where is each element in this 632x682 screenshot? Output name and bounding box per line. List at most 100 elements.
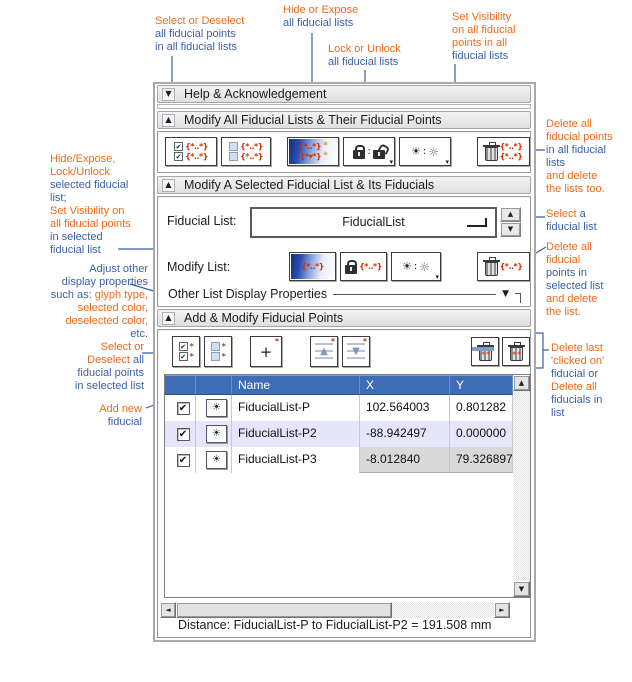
spark-icon: * [323, 141, 328, 151]
fiducial-list-combo[interactable]: FiducialList [250, 207, 497, 238]
annotation-line: lists [546, 157, 565, 169]
lock-unlock-all-lists-button[interactable]: : ▾ [343, 137, 395, 166]
deselect-all-in-list-button[interactable]: * * [204, 336, 232, 367]
annotation-line: fiducial or [551, 368, 599, 380]
row-select-checkbox[interactable]: ✔ [176, 401, 190, 415]
fiducial-set-icon: {*..*} [185, 152, 208, 161]
table-row[interactable]: ✔ ☀ FiducialList-P3 -8.012840 79.326897 [165, 447, 513, 473]
scroll-right-button[interactable]: ► [494, 602, 510, 618]
cell-name[interactable]: FiducialList-P2 [232, 421, 360, 447]
annotation-line: Add new [99, 403, 142, 415]
column-header-name[interactable]: Name [232, 375, 360, 395]
collapse-expand-icon[interactable]: ▲ [162, 113, 175, 127]
annotation-adjust-display-properties: Adjust other display properties such as:… [51, 263, 148, 341]
scroll-left-button[interactable]: ◄ [160, 602, 176, 618]
table-row[interactable]: ✔ ☀ FiducialList-P2 -88.942497 0.000000 [165, 421, 513, 447]
spinner-up-button[interactable]: ▲ [500, 207, 521, 222]
checked-box-icon: ✔ [178, 342, 188, 351]
add-fiducial-button[interactable]: + * [250, 336, 282, 367]
column-header-x[interactable]: X [360, 375, 450, 395]
annotation-line: in selected list [74, 380, 144, 392]
column-header-visibility[interactable] [196, 375, 232, 395]
section-title: Help & Acknowledgement [184, 87, 327, 101]
cell-name[interactable]: FiducialList-P [232, 395, 360, 421]
table-row[interactable]: ✔ ☀ FiducialList-P 102.564003 0.801282 [165, 395, 513, 421]
row-visibility-eye-icon[interactable]: ☀ [206, 425, 227, 443]
spark-icon: * [323, 151, 328, 161]
collapse-expand-icon[interactable]: ▲ [162, 311, 175, 325]
annotation-select-a-list: Select a fiducial list [546, 208, 597, 234]
row-visibility-eye-icon[interactable]: ☀ [206, 451, 227, 469]
delete-last-clicked-fiducial-button[interactable]: ∗∗ [471, 337, 499, 366]
cell-y[interactable]: 79.326897 [450, 447, 513, 473]
annotation-select-deselect-in-list: Select or Deselect all fiducial points i… [75, 341, 144, 393]
row-select-checkbox[interactable]: ✔ [176, 453, 190, 467]
section-title: Add & Modify Fiducial Points [184, 311, 344, 325]
collapse-expand-icon[interactable]: ▲ [162, 178, 175, 192]
annotation-line: Select or [100, 341, 144, 353]
annotation-line: in selected [50, 231, 103, 243]
cell-y[interactable]: 0.801282 [450, 395, 513, 421]
other-list-display-properties[interactable]: Other List Display Properties ▼ [168, 285, 521, 303]
deselect-all-fiducials-button[interactable]: {*..*} {*..*} [221, 137, 271, 166]
table-header-row: Name X Y [165, 375, 513, 395]
section-header-add-modify[interactable]: ▲ Add & Modify Fiducial Points [157, 309, 531, 327]
annotation-line: display properties [61, 276, 148, 288]
eye-open-icon: ☼ [428, 144, 439, 159]
curtain-icon [289, 139, 337, 164]
section-header-help[interactable]: ▼ Help & Acknowledgement [157, 85, 531, 103]
cell-x[interactable]: 102.564003 [360, 395, 450, 421]
dropdown-triangle-icon: ▼ [502, 289, 509, 299]
select-all-in-list-button[interactable]: ✔* ✔* [172, 336, 200, 367]
select-all-fiducials-button[interactable]: ✔{*..*} ✔{*..*} [165, 137, 217, 166]
annotation-line: 'clicked on' [551, 355, 605, 367]
table-vertical-scrollbar[interactable]: ▲ ▼ [513, 375, 530, 597]
column-header-select[interactable] [165, 375, 196, 395]
selection-band-icon [472, 347, 494, 351]
delete-selected-list-button[interactable]: {*..*} [477, 252, 530, 281]
row-select-checkbox[interactable]: ✔ [176, 427, 190, 441]
trash-icon [482, 141, 500, 161]
fiducial-set-icon: {*..*} [359, 262, 382, 271]
lock-unlock-selected-list-button[interactable]: {*..*} [340, 252, 387, 281]
annotation-line: Delete last [551, 342, 603, 354]
delete-all-lists-button[interactable]: {*..*} {*..*} [477, 137, 530, 166]
annotation-line: selected list [546, 280, 604, 292]
horizontal-scroll-thumb[interactable] [176, 602, 392, 618]
cell-x[interactable]: -8.012840 [360, 447, 450, 473]
section-header-modify-all[interactable]: ▲ Modify All Fiducial Lists & Their Fidu… [157, 111, 531, 129]
delete-all-fiducials-in-list-button[interactable]: ∗∗ [502, 337, 530, 366]
fiducial-set-icon: {*..*} [499, 262, 523, 271]
distance-status-text: Distance: FiducialList-P to FiducialList… [178, 618, 492, 632]
move-fiducial-down-button[interactable]: ▼ * [342, 336, 370, 367]
eye-filled-icon: ☀ [401, 260, 412, 273]
annotation-line: fiducial [546, 254, 581, 266]
scroll-down-button[interactable]: ▼ [513, 581, 530, 597]
move-fiducial-up-button[interactable]: ▲ * [310, 336, 338, 367]
row-visibility-eye-icon[interactable]: ☀ [206, 399, 227, 417]
hide-expose-all-lists-button[interactable]: {*..*}* {*▾*}* [287, 137, 339, 166]
cell-x[interactable]: -88.942497 [360, 421, 450, 447]
fiducials-table: Name X Y ✔ ☀ FiducialList-P 102.564003 0… [164, 374, 531, 598]
annotation-line: deselected color, [65, 315, 148, 327]
visibility-all-points-button[interactable]: ☀ : ☼ ▾ [399, 137, 451, 166]
section-header-modify-selected[interactable]: ▲ Modify A Selected Fiducial List & Its … [157, 176, 531, 194]
colon-separator: : [367, 146, 371, 157]
scroll-up-button[interactable]: ▲ [513, 375, 530, 391]
annotation-line: Delete all [551, 381, 597, 393]
column-header-y[interactable]: Y [450, 375, 513, 395]
fiducial-list-value: FiducialList [342, 215, 405, 229]
spinner-down-button[interactable]: ▼ [500, 222, 521, 237]
table-horizontal-scrollbar[interactable]: ◄ ► [160, 602, 510, 618]
fiducial-set-icon: {*..*} [185, 142, 208, 151]
cell-y[interactable]: 0.000000 [450, 421, 513, 447]
triangle-up-icon: ▲ [165, 115, 172, 124]
visibility-selected-list-button[interactable]: ☀ : ☼ ▾ [391, 252, 441, 281]
cell-name[interactable]: FiducialList-P3 [232, 447, 360, 473]
annotation-line: and delete [546, 170, 598, 182]
collapse-expand-icon[interactable]: ▼ [162, 87, 175, 101]
lock-closed-icon [345, 259, 358, 274]
annotation-line: Delete all [546, 118, 592, 130]
hide-expose-selected-list-button[interactable]: {*..*} [289, 252, 336, 281]
asterisk-icon: * [221, 352, 226, 361]
